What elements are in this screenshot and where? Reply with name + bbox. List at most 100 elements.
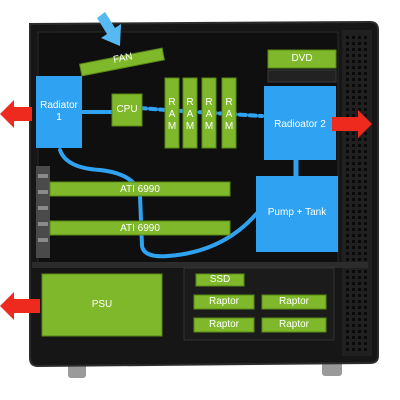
vent-hole xyxy=(346,234,349,237)
vent-hole xyxy=(346,54,349,57)
vent-hole xyxy=(358,192,361,195)
vent-hole xyxy=(358,294,361,297)
vent-hole xyxy=(364,108,367,111)
radiator-2-label: Radioator 2 xyxy=(274,119,326,130)
ram-label-letter: A xyxy=(168,109,176,120)
ram-label-letter: R xyxy=(168,97,176,108)
ram-label-letter: R xyxy=(186,97,194,108)
radiator-1 xyxy=(36,76,82,148)
vent-hole xyxy=(358,228,361,231)
expansion-slots xyxy=(36,166,50,258)
vent-hole xyxy=(364,156,367,159)
vent-hole xyxy=(364,336,367,339)
vent-hole xyxy=(358,300,361,303)
vent-hole xyxy=(358,186,361,189)
vent-hole xyxy=(358,246,361,249)
vent-hole xyxy=(364,114,367,117)
pump-tank-label: Pump + Tank xyxy=(267,207,327,218)
vent-hole xyxy=(346,228,349,231)
expansion-slot-bracket xyxy=(38,206,48,210)
vent-hole xyxy=(364,324,367,327)
vent-hole xyxy=(364,162,367,165)
vent-hole xyxy=(346,132,349,135)
vent-hole xyxy=(346,84,349,87)
vent-hole xyxy=(364,234,367,237)
vent-hole xyxy=(346,276,349,279)
vent-hole xyxy=(352,228,355,231)
vent-hole xyxy=(352,312,355,315)
vent-hole xyxy=(352,258,355,261)
vent-hole xyxy=(352,204,355,207)
vent-hole xyxy=(352,216,355,219)
vent-hole xyxy=(346,48,349,51)
vent-hole xyxy=(352,186,355,189)
vent-hole xyxy=(364,192,367,195)
vent-hole xyxy=(364,144,367,147)
vent-hole xyxy=(352,282,355,285)
vent-hole xyxy=(346,348,349,351)
vent-hole xyxy=(352,240,355,243)
vent-hole xyxy=(364,258,367,261)
vent-hole xyxy=(352,348,355,351)
vent-hole xyxy=(346,78,349,81)
vent-hole xyxy=(364,198,367,201)
vent-hole xyxy=(364,96,367,99)
vent-hole xyxy=(352,306,355,309)
radiator-1-label: Radiator 1 xyxy=(40,100,78,123)
pump-tank xyxy=(256,176,338,252)
ram-stick-2 xyxy=(182,77,198,149)
vent-hole xyxy=(346,108,349,111)
vent-hole xyxy=(346,294,349,297)
vent-hole xyxy=(352,138,355,141)
vent-hole xyxy=(358,270,361,273)
ram-label-letter: M xyxy=(167,121,177,132)
vent-hole xyxy=(364,204,367,207)
psu-label: PSU xyxy=(91,299,113,310)
vent-hole xyxy=(358,276,361,279)
vent-hole xyxy=(358,78,361,81)
vent-hole xyxy=(358,240,361,243)
vent-hole xyxy=(346,330,349,333)
vent-hole xyxy=(358,210,361,213)
vent-hole xyxy=(346,174,349,177)
vent-hole xyxy=(352,270,355,273)
vent-hole xyxy=(346,42,349,45)
ram-label-letter: R xyxy=(205,97,213,108)
vent-hole xyxy=(364,72,367,75)
vent-hole xyxy=(364,66,367,69)
vent-hole xyxy=(364,270,367,273)
vent-hole xyxy=(346,318,349,321)
vent-hole xyxy=(352,288,355,291)
vent-hole xyxy=(364,180,367,183)
dvd-bay-2 xyxy=(267,69,337,83)
vent-hole xyxy=(364,228,367,231)
vent-hole xyxy=(358,54,361,57)
ram-label-letter: M xyxy=(204,121,214,132)
vent-hole xyxy=(352,108,355,111)
vent-hole xyxy=(358,234,361,237)
vent-hole xyxy=(358,72,361,75)
expansion-slot-bracket xyxy=(38,222,48,226)
vent-hole xyxy=(352,84,355,87)
vent-hole xyxy=(364,216,367,219)
vent-hole xyxy=(364,150,367,153)
vent-hole xyxy=(364,312,367,315)
vent-hole xyxy=(364,300,367,303)
gpu-2-label: ATI 6990 xyxy=(120,223,160,234)
vent-hole xyxy=(358,48,361,51)
ram-label-letter: R xyxy=(225,97,233,108)
vent-hole xyxy=(346,144,349,147)
vent-hole xyxy=(352,300,355,303)
ram-label-letter: A xyxy=(186,109,194,120)
expansion-slot-brackets xyxy=(38,174,48,242)
vent-hole xyxy=(346,324,349,327)
vent-hole xyxy=(364,168,367,171)
vent-hole xyxy=(346,66,349,69)
vent-hole xyxy=(346,282,349,285)
vent-hole xyxy=(352,342,355,345)
cpu xyxy=(111,93,143,127)
vent-hole xyxy=(346,198,349,201)
vent-hole xyxy=(346,102,349,105)
vent-hole xyxy=(358,336,361,339)
vent-hole xyxy=(352,48,355,51)
